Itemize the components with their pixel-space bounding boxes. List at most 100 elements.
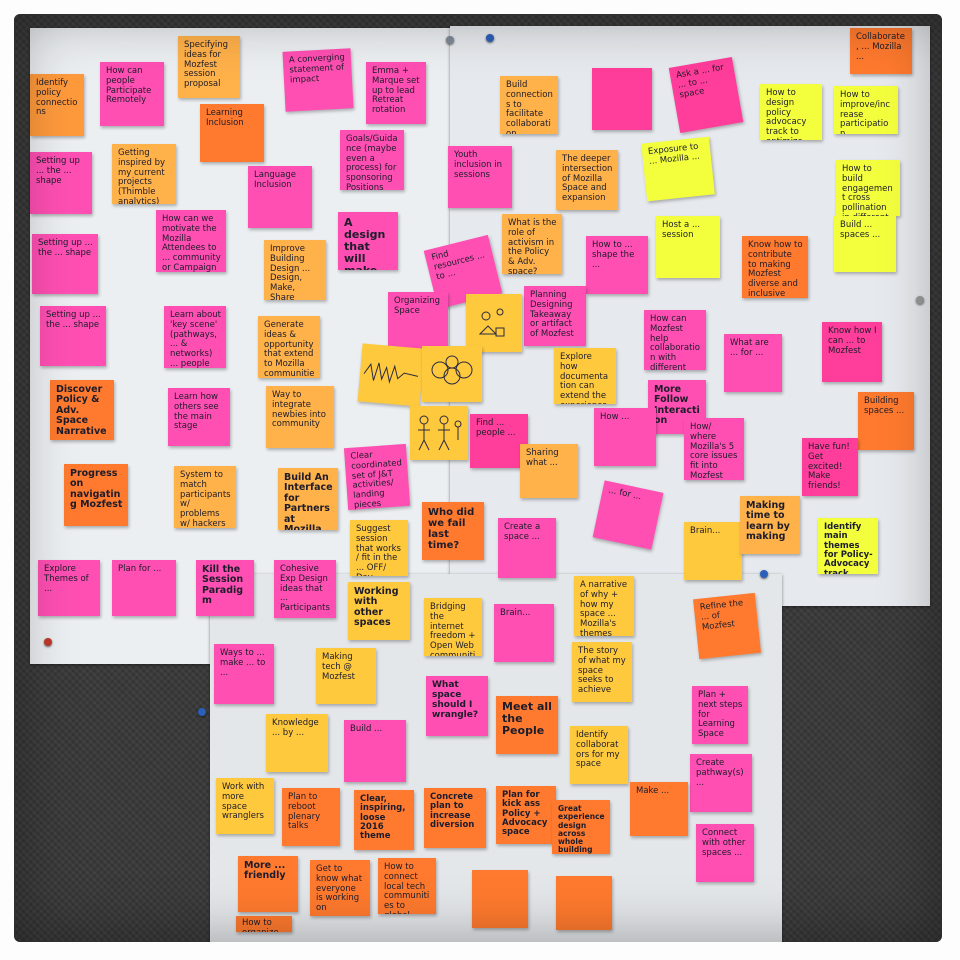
sticky-note: Working with other spaces [348, 582, 410, 640]
sticky-note: Setting up ... the ... shape [30, 152, 92, 214]
sticky-note: Explore how documentation can extend the… [554, 348, 616, 404]
push-pin [916, 296, 924, 304]
sticky-note-sketch [422, 346, 482, 402]
sticky-note: Setting up ... the ... shape [40, 306, 106, 366]
doodle-icon [431, 355, 473, 385]
sticky-note: Host a ... session [656, 216, 720, 278]
sticky-note: Building spaces ... [858, 392, 914, 450]
sticky-note: Who did we fail last time? [422, 502, 484, 560]
sticky-note: Brain... [684, 522, 742, 580]
sticky-note: Specifying ideas for Mozfest session pro… [178, 36, 240, 98]
sticky-note: Learn about 'key scene' (pathways, ... &… [164, 306, 226, 368]
sticky-note: Knowledge ... by ... [266, 714, 328, 772]
sticky-note: How to design policy advocacy track to o… [760, 84, 822, 140]
sticky-note: Great experience design across whole bui… [552, 800, 610, 854]
sticky-note: Discover Policy & Adv. Space Narrative [50, 380, 114, 440]
sticky-note: Refine the ... of Mozfest [693, 592, 761, 660]
sticky-note: Getting inspired by my current projects … [112, 144, 176, 204]
sticky-note: Ways to ... make ... to ... [214, 644, 274, 704]
sticky-note: What are ... for ... [724, 334, 782, 392]
doodle-icon [478, 308, 505, 337]
sticky-note: Progress on navigating Mozfest [64, 464, 128, 526]
sticky-note: Plan for kick ass Policy + Advocacy spac… [496, 786, 556, 844]
sticky-note: Build connections to facilitate collabor… [500, 76, 558, 134]
sticky-note: Exposure to ... Mozilla ... [641, 136, 715, 202]
sticky-note: Kill the Session Paradigm [196, 560, 254, 616]
sticky-note: Plan + next steps for Learning Space [692, 686, 748, 744]
sticky-note: How to connect local tech communities to… [378, 858, 436, 914]
sticky-note [592, 68, 652, 130]
sticky-note: Learning Inclusion [200, 104, 264, 162]
sticky-note-sketch [466, 294, 522, 352]
push-pin [198, 708, 206, 716]
sticky-note: Cohesive Exp Design ideas that ... Parti… [274, 560, 336, 618]
sticky-note: Create pathway(s) ... [690, 754, 752, 812]
sticky-note: Goals/Guidance (maybe even a process) fo… [340, 130, 404, 190]
sticky-note: Make ... [630, 782, 688, 836]
sticky-note: Setting up ... the ... shape [32, 234, 98, 294]
sticky-note: Get to know what everyone is working on [310, 860, 370, 916]
sticky-note: Plan for ... [112, 560, 176, 616]
sticky-note: ... for ... [592, 480, 664, 550]
sticky-note: Plan to reboot plenary talks [282, 788, 340, 846]
sticky-note: What space should I wrangle? [426, 676, 488, 736]
sticky-note: Way to integrate newbies into community [266, 386, 334, 448]
sticky-note: Ask a ... for ... to ... space [668, 56, 744, 134]
sticky-note: How to improve/increase participation [834, 86, 898, 134]
sticky-note: Learn how others see the main stage [168, 388, 230, 446]
sticky-note: More ... friendly [238, 856, 298, 912]
sticky-note: Have fun! Get excited! Make friends! [802, 438, 858, 496]
sticky-note: What is the role of activism in the Poli… [502, 214, 562, 274]
sticky-note: A narrative of why + how my space ... Mo… [574, 576, 634, 636]
sticky-note: How to organize ... [236, 916, 292, 932]
sticky-note: Emma + Marque set up to lead Retreat rot… [366, 62, 426, 124]
sticky-note: Know how to contribute to making Mozfest… [742, 236, 808, 298]
push-pin [446, 36, 454, 44]
doodle-icon [363, 362, 419, 384]
sticky-note: A design that will make Friday great [338, 212, 398, 270]
sticky-note: Create a space ... [498, 518, 556, 578]
sticky-note: Making tech @ Mozfest [316, 648, 376, 704]
sticky-note: Brain... [494, 604, 554, 662]
sticky-note-sketch [410, 406, 468, 460]
sticky-note: How can Mozfest help collaboration with … [644, 310, 706, 370]
sticky-note: How to ... shape the ... [586, 236, 648, 294]
sticky-note: Build An Interface for Partners at Mozil… [278, 468, 338, 530]
sticky-note: The deeper intersection of Mozilla Space… [556, 150, 618, 210]
sticky-note-sketch [357, 343, 425, 407]
sticky-note: Build ... [344, 720, 406, 782]
sticky-note: System to match participants w/ problems… [174, 466, 236, 528]
sticky-note: Sharing what ... [520, 444, 578, 498]
sticky-note: Bridging the internet freedom + Open Web… [424, 598, 482, 656]
sticky-note: A converging statement of impact [282, 48, 354, 112]
sticky-note: Connect with other spaces ... [696, 824, 754, 882]
sticky-note [472, 870, 528, 928]
sticky-note: How can people Participate Remotely [100, 62, 164, 126]
sticky-note: Clear, inspiring, loose 2016 theme [354, 790, 414, 850]
sticky-note: How to build engagement cross pollinatio… [836, 160, 900, 216]
sticky-note: Organizing Space [388, 292, 448, 352]
sticky-note: Concrete plan to increase diversion [424, 788, 486, 848]
sticky-note: How ... [594, 408, 656, 466]
sticky-note: The story of what my space seeks to achi… [572, 642, 632, 702]
sticky-note: Language Inclusion [248, 166, 312, 228]
push-pin [760, 570, 768, 578]
sticky-note: More Follow Interaction [648, 380, 706, 434]
sticky-note: Identify policy connections [30, 74, 84, 136]
sticky-note: Making time to learn by making [740, 496, 800, 554]
sticky-note: Suggest session that works / fit in the … [350, 520, 408, 576]
sticky-note: Work with more space wranglers [216, 778, 274, 834]
sticky-note: Improve Building Design ... Design, Make… [264, 240, 326, 300]
sticky-note: How/ where Mozilla's 5 core issues fit i… [684, 418, 744, 480]
sticky-note: Clear coordinated set of J&T activities/… [343, 443, 411, 511]
sticky-note: Build ... spaces ... [834, 216, 896, 272]
push-pin [486, 34, 494, 42]
push-pin [44, 638, 52, 646]
sticky-note [556, 876, 612, 930]
sticky-note: Explore Themes of ... [38, 560, 100, 616]
sticky-note: Identify main themes for Policy-Advocacy… [818, 518, 878, 574]
sticky-note: Know how I can ... to Mozfest [822, 322, 882, 382]
sticky-note: Planning Designing Takeaway or artifact … [524, 286, 586, 346]
sticky-note: Identify collaborators for my space [570, 726, 628, 784]
